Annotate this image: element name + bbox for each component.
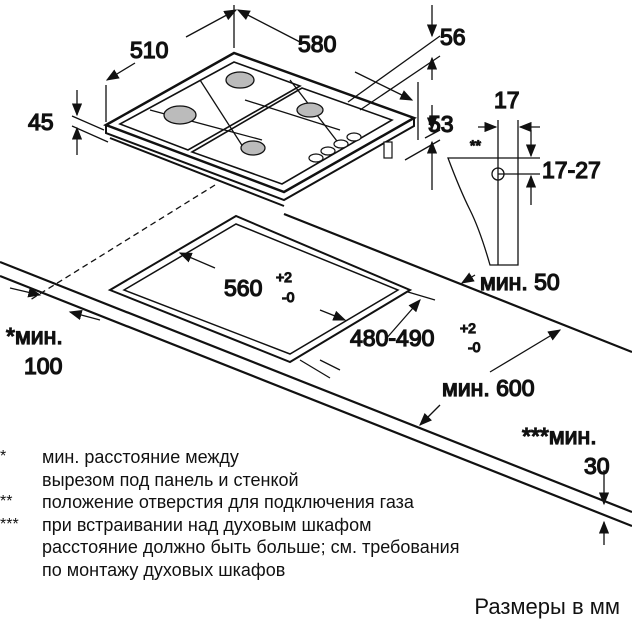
- footnote-line: при встраивании над духовым шкафом: [42, 514, 372, 535]
- footnote-mark: ***: [0, 515, 19, 533]
- dim-cutout-width: 560: [224, 275, 262, 301]
- dim-min-depth: мин. 600: [442, 375, 535, 401]
- dim-gas-height: 17-27: [542, 157, 601, 183]
- gas-connection-detail: [447, 120, 540, 266]
- footnote-line: положение отверстия для подключения газа: [42, 492, 414, 512]
- footnote-mark: **: [0, 493, 13, 510]
- dim-height-right: 53: [428, 111, 454, 137]
- footnote-2: ** положение отверстия для подключения г…: [0, 491, 459, 514]
- dim-cutout-width-tol-plus: +2: [276, 269, 292, 285]
- dim-min-bottom-label: ***мин.: [522, 423, 597, 449]
- footnote-mark: *: [0, 448, 7, 465]
- footnote-line: расстояние должно быть больше; см. требо…: [42, 537, 460, 557]
- dim-cutout-depth-tol-minus: -0: [468, 339, 481, 355]
- dim-height-left: 45: [28, 109, 54, 135]
- dim-width: 580: [298, 31, 336, 57]
- countertop-drawing: [0, 212, 632, 528]
- units-caption: Размеры в мм: [474, 594, 620, 619]
- footnote-line: вырезом под панель и стенкой: [42, 469, 299, 490]
- dim-depth: 510: [130, 37, 168, 63]
- dim-height-top: 56: [440, 24, 466, 50]
- dim-gas-offset: 17: [494, 87, 520, 113]
- dim-min-front-label: *мин.: [6, 323, 63, 349]
- dim-cutout-depth: 480-490: [350, 325, 434, 351]
- footnote-line: по монтажу духовых шкафов: [42, 559, 286, 580]
- dim-min-front-value: 100: [24, 353, 62, 379]
- footnote-line: мин. расстояние между: [42, 447, 239, 467]
- dim-min-back: мин. 50: [480, 269, 560, 295]
- dimension-lines: [9, 5, 610, 545]
- hob-drawing: [29, 51, 417, 301]
- dim-min-bottom-value: 30: [584, 453, 610, 479]
- dim-cutout-depth-tol-plus: +2: [460, 320, 476, 336]
- dim-cutout-width-tol-minus: -0: [282, 289, 295, 305]
- gas-marker: **: [470, 137, 481, 153]
